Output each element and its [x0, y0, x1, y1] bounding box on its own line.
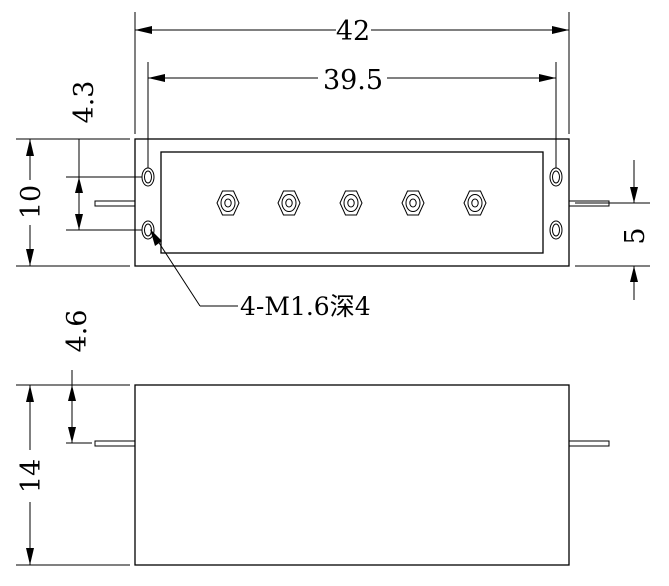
dim-label-4-3: 4.3 — [69, 81, 100, 124]
mounting-holes — [141, 167, 563, 240]
dim-pin-offset-right: 5 — [575, 160, 651, 300]
thread-callout-leader: 4-M1.6深4 — [150, 229, 371, 321]
mounting-hole — [549, 220, 563, 240]
connector — [463, 190, 487, 216]
mounting-hole-inner — [552, 170, 560, 184]
dim-height-front-view: 14 — [16, 384, 130, 566]
dim-label-10: 10 — [16, 185, 47, 219]
front-right-pin — [568, 440, 610, 447]
front-view — [94, 384, 610, 566]
mounting-hole-inner — [552, 223, 560, 237]
connector — [216, 190, 240, 216]
dim-label-39-5: 39.5 — [323, 65, 383, 96]
dim-overall-length: 42 — [134, 12, 570, 134]
mounting-hole-inner — [144, 170, 152, 184]
front-left-pin — [94, 440, 136, 447]
dim-label-4-6: 4.6 — [62, 310, 93, 353]
dim-hole-offset-top: 4.3 — [66, 81, 142, 231]
connector — [339, 190, 363, 216]
front-view-body — [134, 384, 570, 566]
dim-height-top-view: 10 — [16, 138, 130, 267]
top-view-body — [134, 138, 570, 267]
top-view-inner-panel — [160, 151, 544, 254]
connector — [277, 190, 301, 216]
thread-callout-text: 4-M1.6深4 — [240, 292, 371, 321]
dim-pin-offset-front: 4.6 — [62, 310, 93, 444]
mounting-hole-inner — [144, 223, 152, 237]
dim-hole-spacing: 39.5 — [147, 62, 557, 168]
dim-label-42: 42 — [336, 16, 370, 47]
connector — [401, 190, 425, 216]
dim-label-14: 14 — [16, 459, 47, 493]
dim-label-5: 5 — [620, 227, 651, 244]
left-pin — [94, 200, 136, 207]
connectors — [216, 190, 487, 216]
top-view — [94, 138, 610, 267]
